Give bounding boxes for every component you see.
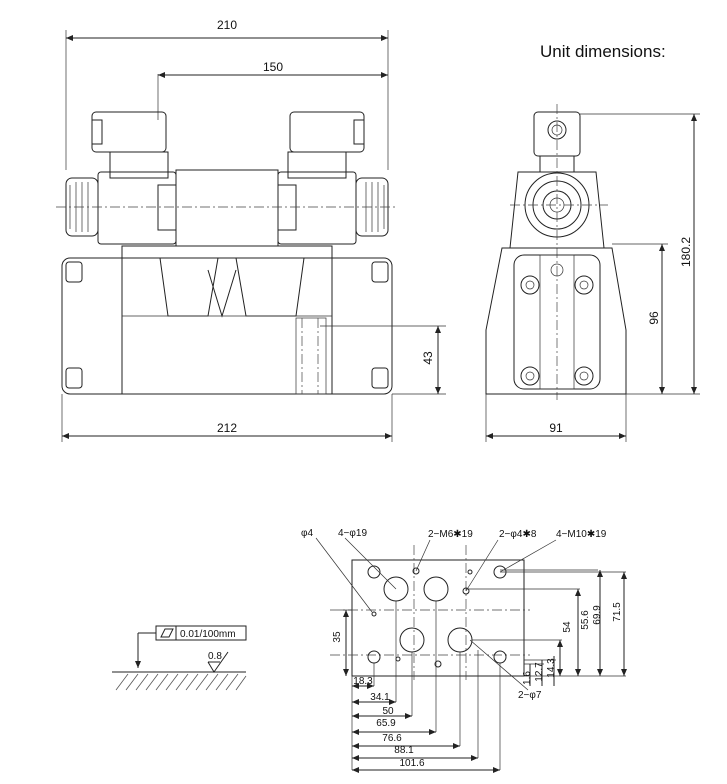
small-vertical-dims: 1.6 12.7 14.3 <box>522 656 557 686</box>
callout-4-phi19: 4−φ19 <box>338 528 367 539</box>
side-view: 180.2 96 91 <box>485 104 700 442</box>
dim-value-55-6: 55.6 <box>580 610 591 630</box>
dim-value-88-1: 88.1 <box>394 745 414 756</box>
right-vertical-dims: 54 55.6 69.9 71.5 <box>466 569 627 677</box>
callout-2-phi7: 2−φ7 <box>518 690 542 701</box>
callout-phi4: φ4 <box>301 528 313 539</box>
callout-2-m6: 2−M6✱19 <box>428 529 473 540</box>
dim-width-91: 91 <box>549 421 563 435</box>
dim-value-101-6: 101.6 <box>399 758 424 769</box>
dim-value-35: 35 <box>332 631 343 643</box>
dim-value-34-1: 34.1 <box>370 692 390 703</box>
front-view: 210 150 <box>56 18 446 442</box>
dim-value-14-3: 14.3 <box>546 658 557 678</box>
flatness-callout: 0.01/100mm 0.8 <box>112 625 247 691</box>
callout-4-m10: 4−M10✱19 <box>556 529 607 540</box>
dim-value-69-9: 69.9 <box>592 605 603 625</box>
ground-hatch <box>115 673 247 691</box>
dim-width-212: 212 <box>217 421 237 435</box>
dim-value-50: 50 <box>382 706 394 717</box>
dim-35: 35 <box>332 609 352 676</box>
dim-value-1-6: 1.6 <box>522 671 533 685</box>
flatness-tolerance: 0.01/100mm <box>180 629 236 640</box>
dim-height-180-2: 180.2 <box>679 237 693 267</box>
dim-value-71-5: 71.5 <box>612 602 623 622</box>
dim-width-210: 210 <box>217 18 237 32</box>
dim-value-65-9: 65.9 <box>376 718 396 729</box>
dim-height-43: 43 <box>421 351 435 365</box>
roughness-value: 0.8 <box>208 651 222 662</box>
page-title: Unit dimensions: <box>540 42 666 61</box>
dim-value-54: 54 <box>562 621 573 633</box>
dim-value-76-6: 76.6 <box>382 733 402 744</box>
dim-value-18-3: 18.3 <box>353 676 373 687</box>
port-pattern <box>315 537 557 691</box>
bottom-horizontal-dims: 18.3 34.1 50 65.9 76.6 88.1 101.6 <box>351 601 501 773</box>
dim-width-150: 150 <box>263 60 283 74</box>
callout-2-phi4: 2−φ4✱8 <box>499 529 537 540</box>
dim-value-12-7: 12.7 <box>534 662 545 682</box>
dim-height-96: 96 <box>647 311 661 325</box>
